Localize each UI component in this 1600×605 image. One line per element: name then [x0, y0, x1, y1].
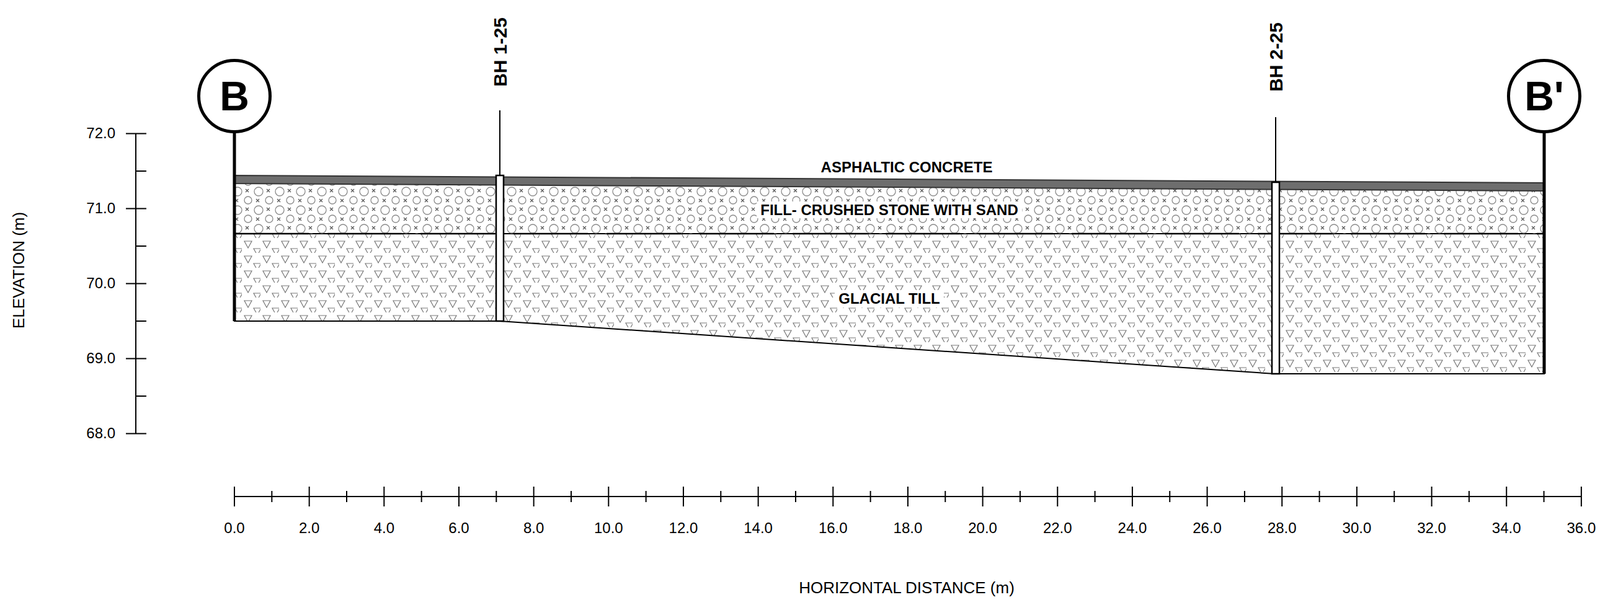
elevation-value: 72.0 — [86, 125, 116, 142]
axis-tick — [495, 491, 497, 503]
axis-tick — [720, 491, 722, 503]
soil-layer-band: GLACIAL TILL — [234, 233, 1545, 365]
borehole — [1271, 182, 1280, 374]
distance-value: 8.0 — [523, 520, 544, 537]
axis-tick — [1543, 491, 1545, 503]
axis-tick — [757, 486, 760, 507]
distance-value: 20.0 — [968, 520, 998, 537]
distance-value: 24.0 — [1118, 520, 1148, 537]
axis-tick — [383, 486, 385, 507]
soil-layer-band: FILL- CRUSHED STONE WITH SAND — [234, 186, 1545, 234]
axis-tick — [233, 486, 236, 507]
distance-value: 4.0 — [373, 520, 395, 537]
distance-value: 34.0 — [1492, 520, 1522, 537]
axis-tick — [570, 491, 572, 503]
distance-value: 12.0 — [669, 520, 699, 537]
axis-tick — [1505, 486, 1507, 507]
axis-tick — [607, 486, 609, 507]
axis-tick — [135, 320, 147, 322]
section-letter: B' — [1524, 75, 1564, 117]
axis-tick — [1244, 491, 1246, 503]
axis-tick — [645, 491, 647, 503]
axis-tick — [1056, 486, 1058, 507]
distance-value: 30.0 — [1342, 520, 1372, 537]
axis-tick — [346, 491, 348, 503]
distance-value: 10.0 — [594, 520, 624, 537]
axis-tick — [135, 395, 147, 397]
axis-tick — [1431, 486, 1433, 507]
distance-value: 32.0 — [1417, 520, 1447, 537]
borehole-label: BH 1-25 — [489, 17, 511, 87]
axis-tick — [308, 486, 311, 507]
axis-tick — [533, 486, 535, 507]
section-letter: B — [219, 75, 250, 117]
axis-tick — [125, 208, 147, 210]
elevation-value: 71.0 — [86, 200, 116, 217]
axis-tick — [421, 491, 423, 503]
section-end-line — [1542, 132, 1547, 374]
layer-name: GLACIAL TILL — [834, 290, 944, 308]
axis-tick — [1131, 486, 1134, 507]
section-marker: B' — [1506, 58, 1582, 134]
axis-tick — [1206, 486, 1209, 507]
axis-ticks — [234, 486, 1582, 507]
axis-tick — [1019, 491, 1021, 503]
axis-tick — [907, 486, 909, 507]
distance-value: 22.0 — [1043, 520, 1073, 537]
axis-tick — [944, 491, 946, 503]
distance-value: 26.0 — [1192, 520, 1222, 537]
axis-tick — [271, 491, 273, 503]
borehole-label: BH 2-25 — [1265, 22, 1287, 92]
borehole-leader — [1275, 117, 1277, 183]
axis-tick — [135, 245, 147, 247]
axis-tick — [1281, 486, 1283, 507]
till-layer — [234, 233, 1545, 374]
axis-tick — [832, 486, 834, 507]
elevation-value: 68.0 — [86, 425, 116, 442]
section-end-line — [233, 132, 237, 322]
distance-value: 14.0 — [743, 520, 773, 537]
distance-value: 0.0 — [223, 520, 245, 537]
axis-tick — [125, 283, 147, 285]
axis-tick — [795, 491, 797, 503]
axis-tick — [682, 486, 685, 507]
distance-value: 2.0 — [298, 520, 320, 537]
asphalt-layer — [234, 175, 1545, 192]
elevation-value: 70.0 — [86, 275, 116, 292]
axis-tick — [125, 433, 147, 435]
axis-tick — [1356, 486, 1358, 507]
layer-name: FILL- CRUSHED STONE WITH SAND — [756, 201, 1023, 219]
distance-value: 28.0 — [1267, 520, 1297, 537]
axis-tick — [870, 491, 872, 503]
layer-boundary — [234, 233, 1545, 236]
axis-title: ELEVATION (m) — [9, 212, 28, 329]
axis-tick — [125, 358, 147, 360]
borehole-leader — [499, 110, 501, 176]
axis-tick — [1094, 491, 1096, 503]
distance-value: 18.0 — [893, 520, 923, 537]
fill-layer — [234, 183, 1545, 234]
axis-title: HORIZONTAL DISTANCE (m) — [798, 579, 1015, 598]
axis-tick — [135, 170, 147, 172]
borehole — [496, 175, 504, 322]
axis-tick — [1319, 491, 1321, 503]
axis-tick — [1468, 491, 1470, 503]
axis-ticks — [125, 133, 147, 435]
axis-tick — [1393, 491, 1395, 503]
axis-tick — [982, 486, 984, 507]
distance-value: 36.0 — [1567, 520, 1597, 537]
axis-tick — [1168, 491, 1171, 503]
distance-value: 6.0 — [448, 520, 469, 537]
distance-value: 16.0 — [818, 520, 848, 537]
elevation-value: 69.0 — [86, 350, 116, 367]
axis-tick — [1580, 486, 1583, 507]
axis-tick — [458, 486, 460, 507]
section-marker: B — [197, 58, 272, 134]
axis-tick — [125, 133, 147, 135]
layer-name: ASPHALTIC CONCRETE — [817, 159, 997, 176]
